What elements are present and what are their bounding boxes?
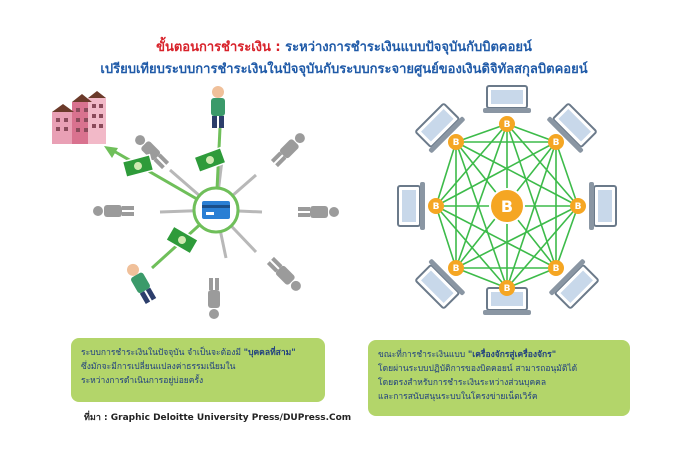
laptop-icon (589, 182, 617, 230)
right-desc-line-3: โดยตรงสำหรับการชำระเงินระหว่างส่วนบุคคล (378, 378, 547, 388)
coin-icon: B (548, 260, 564, 276)
svg-text:B: B (433, 202, 440, 212)
person-icon (270, 133, 305, 168)
laptop-icon (483, 287, 531, 315)
page-title: ขั้นตอนการชำระเงิน : ระหว่างการชำระเงินแ… (0, 36, 688, 57)
money-bills (121, 146, 227, 255)
left-desc-bold: "บุคคลที่สาม" (243, 348, 296, 358)
coin-icon: B (548, 134, 564, 150)
coins: B B B B B B B B (428, 116, 586, 296)
left-desc-line-1-text: ระบบการชำระเงินในปัจจุบัน จำเป็นจะต้องมี (81, 348, 241, 358)
laptop-icon (397, 182, 425, 230)
left-desc-line-1: ระบบการชำระเงินในปัจจุบัน จำเป็นจะต้องมี… (81, 346, 315, 360)
laptop-icon (415, 259, 465, 309)
right-desc-line-1: ขณะที่การชำระเงินแบบ "เครื่องจักรสู่เครื… (378, 348, 620, 362)
person-icon (298, 206, 339, 218)
page-subtitle: เปรียบเทียบระบบการชำระเงินในปัจจุบันกับร… (100, 62, 588, 77)
grey-people (93, 133, 339, 319)
laptop-icon (415, 103, 465, 153)
right-desc-bold: "เครื่องจักรสู่เครื่องจักร" (467, 350, 557, 360)
svg-text:B: B (575, 202, 582, 212)
laptop-icon (547, 103, 597, 153)
right-desc-line-2: โดยผ่านระบบปฏิบัติการของบิตคอยน์ สามารถอ… (378, 364, 578, 374)
svg-text:B: B (553, 264, 560, 274)
svg-text:B: B (504, 284, 511, 294)
arrow-head-icon (104, 146, 118, 158)
money-icon (164, 225, 200, 255)
source-credit: ที่มา : Graphic Deloitte University Pres… (84, 413, 352, 423)
svg-text:B: B (504, 120, 511, 130)
laptops (397, 85, 617, 315)
right-desc-line-4: และการสนับสนุนระบบในโครงข่ายเน็ตเวิร์ค (378, 392, 538, 402)
left-desc-line-2: ซึ่งมักจะมีการเปลี่ยนแปลงค่าธรรมเนียมใน (81, 362, 236, 372)
money-icon (121, 153, 155, 179)
coin-icon: B (499, 280, 515, 296)
coin-icon: B (499, 116, 515, 132)
svg-text:B: B (501, 197, 513, 216)
svg-text:B: B (453, 264, 460, 274)
coin-icon: B (448, 260, 464, 276)
left-description-box: ระบบการชำระเงินในปัจจุบัน จำเป็นจะต้องมี… (71, 338, 325, 402)
person-icon (266, 256, 301, 291)
right-description-box: ขณะที่การชำระเงินแบบ "เครื่องจักรสู่เครื… (368, 340, 630, 416)
money-icon (193, 146, 227, 174)
person-icon (93, 205, 134, 217)
right-decentralized-diagram: B B B B B B B B B (397, 85, 617, 315)
laptop-icon (483, 85, 531, 113)
buyer-person-icon (211, 86, 225, 128)
coin-icon: B (570, 198, 586, 214)
seller-person-icon (127, 263, 157, 305)
person-icon (135, 135, 170, 170)
credit-card-hub-icon (192, 186, 240, 234)
laptop-icon (549, 259, 599, 309)
left-desc-line-3: ระหว่างการดำเนินการอยู่บ่อยครั้ง (81, 376, 204, 386)
coin-icon: B (428, 198, 444, 214)
bitcoin-center-icon: B (489, 188, 525, 224)
left-centralized-diagram (52, 86, 339, 319)
title-rest: ระหว่างการชำระเงินแบบปัจจุบันกับบิตคอยน์ (285, 40, 532, 55)
coin-icon: B (448, 134, 464, 150)
svg-text:B: B (553, 138, 560, 148)
buildings-icon (52, 91, 106, 144)
title-prefix: ขั้นตอนการชำระเงิน : (156, 40, 281, 55)
person-icon (208, 278, 220, 319)
svg-text:B: B (453, 138, 460, 148)
right-desc-line-1-text: ขณะที่การชำระเงินแบบ (378, 350, 466, 360)
